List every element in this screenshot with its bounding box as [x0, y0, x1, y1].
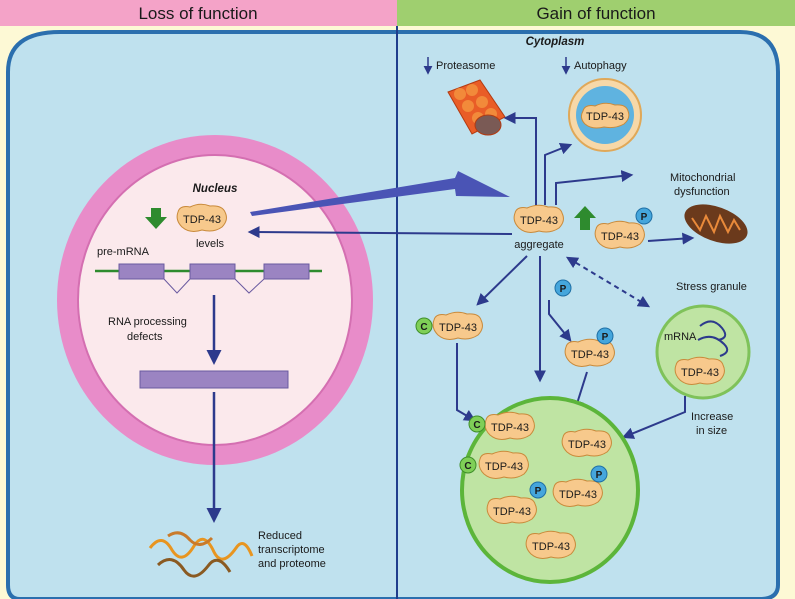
nucleus-label: Nucleus — [193, 183, 238, 195]
svg-text:P: P — [535, 486, 542, 497]
body-tdp43-2: TDP-43 — [561, 428, 612, 457]
svg-text:TDP-43: TDP-43 — [681, 367, 719, 379]
to-proteasome-arrow — [503, 112, 537, 205]
cleaved-to-body-arrow — [456, 343, 477, 422]
to-cleaved-arrow — [476, 255, 528, 306]
nuclear-tdp43: TDP-43 — [176, 203, 227, 232]
export-arrow — [250, 171, 510, 216]
aggregate-body: TDP-43 C TDP-43 TDP-43 C TDP-43 P TDP-43… — [459, 396, 640, 584]
levels-label: levels — [196, 238, 225, 250]
svg-text:TDP-43: TDP-43 — [491, 422, 529, 434]
svg-text:TDP-43: TDP-43 — [520, 215, 558, 227]
body-tdp43-3: TDP-43 C — [459, 450, 529, 479]
mitochondrion-icon — [684, 204, 748, 244]
mature-mrna — [139, 370, 289, 389]
svg-text:TDP-43: TDP-43 — [439, 322, 477, 334]
decrease-arrow-icon — [145, 208, 167, 229]
svg-text:C: C — [464, 461, 471, 472]
increase-arrow-icon — [574, 206, 596, 230]
svg-text:TDP-43: TDP-43 — [493, 506, 531, 518]
svg-text:mRNA: mRNA — [664, 331, 697, 343]
to-stress-granule-arrow — [565, 256, 651, 308]
body-tdp43-5: TDP-43 P — [486, 481, 547, 524]
body-tdp43-6: TDP-43 — [525, 530, 576, 559]
svg-text:P: P — [641, 212, 648, 223]
aggregate-label: aggregate — [514, 239, 564, 251]
svg-text:P: P — [560, 284, 567, 295]
body-tdp43-4: TDP-43 P — [552, 465, 608, 507]
svg-text:TDP-43: TDP-43 — [601, 231, 639, 243]
phospho-marker-free: P — [554, 279, 572, 297]
to-mitochondrion-arrow — [647, 232, 695, 245]
reduced-transcriptome-icon — [148, 531, 254, 578]
granule-to-body-arrow — [621, 396, 686, 439]
right-header-bar — [397, 0, 795, 26]
stress-granule-label: Stress granule — [676, 281, 747, 293]
left-header-bar — [0, 0, 397, 26]
svg-text:TDP-43: TDP-43 — [571, 349, 609, 361]
svg-text:TDP-43: TDP-43 — [485, 461, 523, 473]
aggregate-tdp43: TDP-43 — [513, 204, 564, 233]
cleaved-tdp43: TDP-43 C — [415, 311, 483, 340]
rna-processing-label: RNA processing — [108, 316, 187, 328]
proteasome-label-group: Proteasome — [423, 57, 495, 75]
svg-text:P: P — [596, 470, 603, 481]
increase-label-1: Increase — [691, 411, 733, 423]
stress-granule: mRNA TDP-43 — [655, 304, 751, 400]
svg-text:TDP-43: TDP-43 — [586, 111, 624, 123]
body-tdp43-1: TDP-43 C — [468, 411, 535, 440]
svg-text:Autophagy: Autophagy — [574, 60, 627, 72]
feedback-arrow — [247, 226, 513, 239]
svg-text:TDP-43: TDP-43 — [568, 439, 606, 451]
mito-label-2: dysfunction — [674, 186, 730, 198]
mito-label-1: Mitochondrial — [670, 172, 735, 184]
phospho-tdp43-mito: TDP-43 P — [594, 207, 653, 249]
to-mito-dysfunction-arrow — [555, 170, 634, 205]
svg-text:P: P — [602, 332, 609, 343]
pre-mrna-label: pre-mRNA — [97, 246, 150, 258]
cytoplasm-label: Cytoplasm — [526, 36, 585, 48]
to-autophagy-arrow — [544, 142, 573, 205]
svg-text:Proteasome: Proteasome — [436, 60, 495, 72]
autophagy-label-group: Autophagy — [561, 57, 627, 75]
rna-defects-label: defects — [127, 331, 163, 343]
to-phospho-arrow — [548, 300, 572, 342]
svg-text:C: C — [420, 322, 427, 333]
right-header: Gain of function — [536, 4, 655, 23]
svg-text:TDP-43: TDP-43 — [532, 541, 570, 553]
svg-text:C: C — [473, 420, 480, 431]
left-header: Loss of function — [138, 4, 257, 23]
svg-text:TDP-43: TDP-43 — [183, 214, 221, 226]
increase-label-2: in size — [696, 425, 727, 437]
pre-mrna-gene — [95, 263, 322, 294]
reduced-label-1: Reduced — [258, 530, 302, 542]
autophagosome: TDP-43 — [568, 78, 642, 152]
phospho-tdp43-middle: TDP-43 P — [564, 327, 615, 367]
reduced-label-2: transcriptome — [258, 544, 325, 556]
svg-text:TDP-43: TDP-43 — [559, 489, 597, 501]
reduced-label-3: and proteome — [258, 558, 326, 570]
